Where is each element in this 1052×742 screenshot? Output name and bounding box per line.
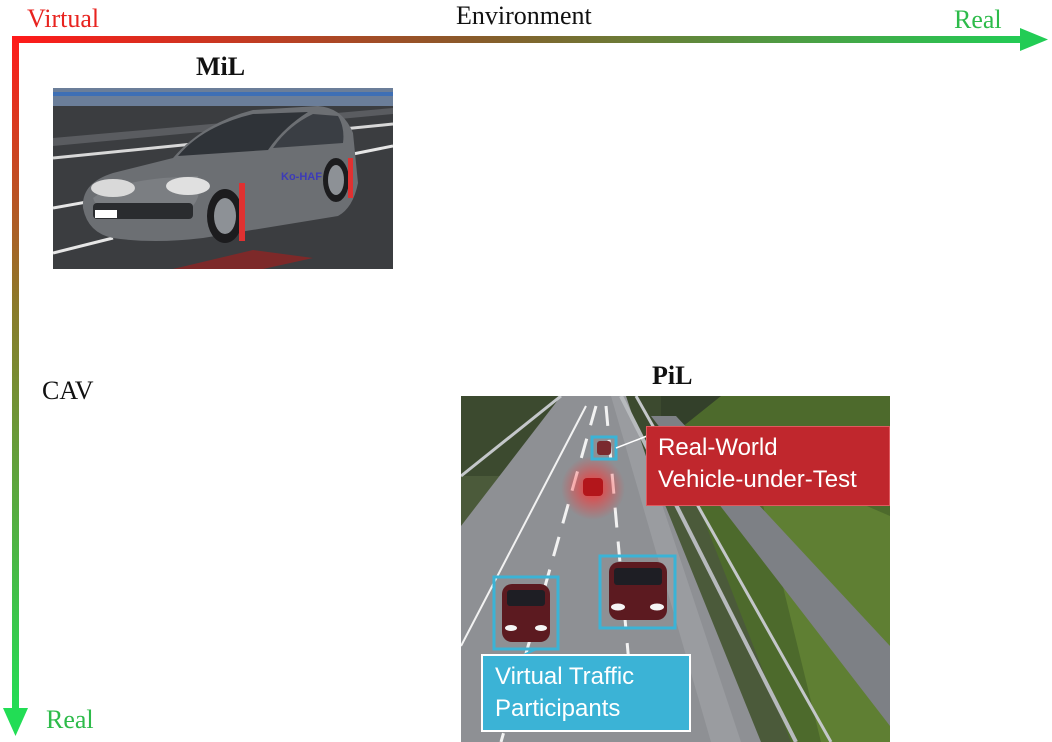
x-axis-line	[12, 36, 1024, 43]
x-axis-title: Environment	[456, 1, 592, 30]
real-world-vehicle-callout: Real-World Vehicle-under-Test	[646, 426, 890, 506]
y-axis-arrowhead	[3, 708, 28, 736]
virtual-traffic-callout: Virtual Traffic Participants	[481, 654, 691, 732]
callout-blue-line-1: Virtual Traffic	[495, 663, 635, 690]
x-axis-arrowhead	[1020, 28, 1048, 51]
x-axis-start-label: Virtual	[27, 4, 100, 33]
callout-red-line-1: Real-World	[658, 434, 778, 461]
mil-title: MiL	[196, 52, 246, 81]
pil-title: PiL	[652, 361, 693, 390]
pil-highway-image: Real-World Vehicle-under-Test Virtual Tr…	[461, 396, 890, 742]
y-axis-line	[12, 36, 19, 712]
mil-image-logo: Ko-HAF	[281, 171, 322, 183]
callout-red-line-2: Vehicle-under-Test	[658, 466, 857, 493]
mil-simulation-image: Ko-HAF	[53, 88, 393, 269]
callout-blue-line-2: Participants	[495, 695, 621, 722]
y-axis-end-label: Real	[46, 705, 94, 734]
y-axis-title: CAV	[42, 376, 94, 405]
x-axis-end-label: Real	[954, 5, 1002, 34]
